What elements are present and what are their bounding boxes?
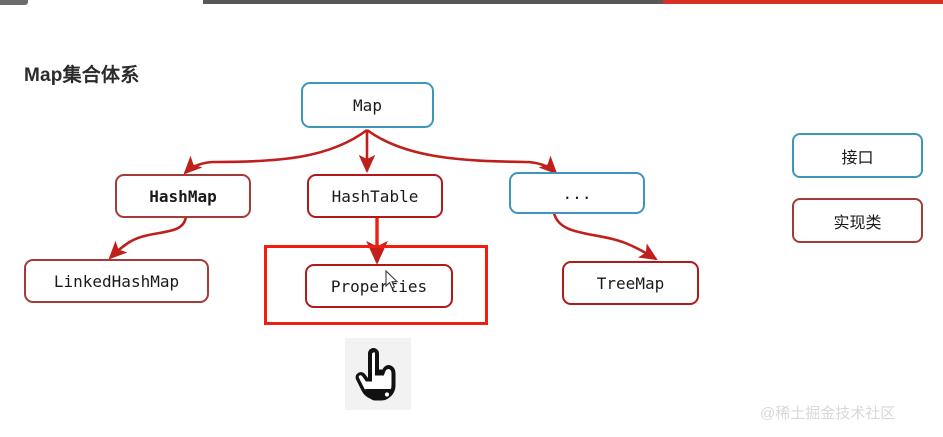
- pointing-hand-icon: [345, 338, 411, 410]
- edge-hashmap-to-linkedhashmap: [108, 215, 188, 260]
- node-others[interactable]: ...: [509, 172, 645, 214]
- legend-implementation-label: 实现类: [833, 214, 882, 232]
- legend-item-interface: 接口: [792, 133, 923, 178]
- toolbar-strip-dark: [203, 0, 663, 4]
- watermark: @稀土掘金技术社区: [760, 405, 896, 422]
- node-treemap-label: TreeMap: [596, 273, 665, 293]
- properties-highlight-rect: [264, 245, 488, 325]
- edge-map-to-others: [366, 128, 558, 175]
- page-title: Map集合体系: [24, 65, 140, 86]
- node-treemap[interactable]: TreeMap: [562, 261, 699, 305]
- window-corner-chrome: [0, 0, 28, 5]
- node-hashmap[interactable]: HashMap: [115, 174, 251, 218]
- legend-interface-label: 接口: [841, 149, 874, 167]
- node-map-label: Map: [353, 95, 382, 115]
- edge-others-to-treemap: [552, 212, 658, 261]
- pointing-hand-glyph: [355, 348, 396, 401]
- node-hashtable-label: HashTable: [331, 186, 419, 206]
- node-others-label: ...: [562, 183, 592, 203]
- edge-map-to-hashmap: [183, 128, 368, 175]
- node-hashmap-label: HashMap: [149, 186, 217, 206]
- node-linkedhashmap[interactable]: LinkedHashMap: [24, 259, 209, 303]
- legend-item-implementation: 实现类: [792, 198, 923, 243]
- node-properties-label: Properties: [330, 276, 428, 296]
- node-linkedhashmap-label: LinkedHashMap: [53, 271, 180, 291]
- node-hashtable[interactable]: HashTable: [307, 174, 443, 218]
- node-properties[interactable]: Properties: [305, 264, 453, 308]
- node-map[interactable]: Map: [301, 82, 434, 128]
- toolbar-strip-red: [663, 0, 943, 4]
- mouse-arrow-icon: [385, 270, 399, 289]
